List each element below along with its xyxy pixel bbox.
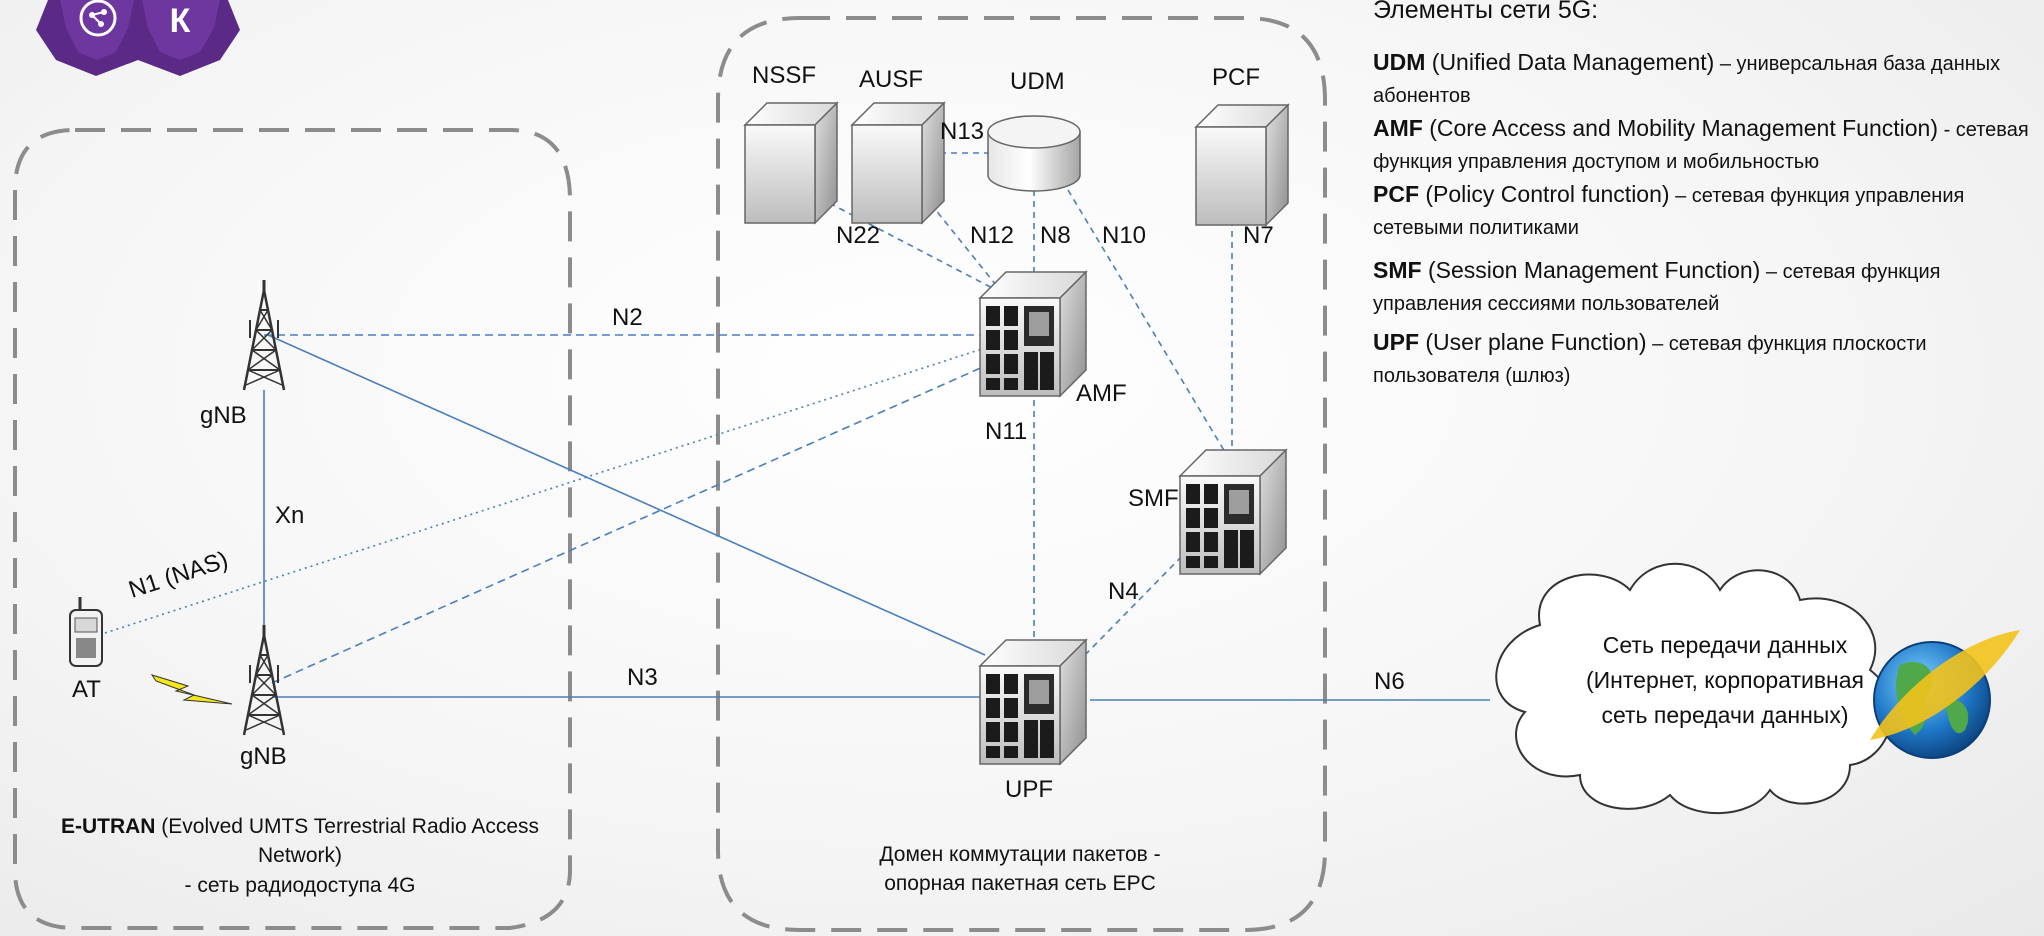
- link-n4: [1084, 549, 1189, 656]
- pcf-label: PCF: [1212, 64, 1260, 91]
- link-n22: [809, 192, 1001, 293]
- data-network-cloud: [1495, 562, 1893, 815]
- n22-label: N22: [836, 222, 881, 249]
- at-label: AT: [72, 676, 101, 703]
- eutran-caption-line2: - сеть радиодоступа 4G: [184, 873, 416, 897]
- logo: К: [36, 0, 240, 76]
- nssf-server: [744, 102, 838, 224]
- pcf-server: [1195, 104, 1289, 226]
- gnb-top-label: gNB: [200, 402, 247, 429]
- gnb-bottom-label: gNB: [240, 743, 287, 770]
- eutran-caption: E-UTRAN (Evolved UMTS Terrestrial Radio …: [60, 812, 540, 900]
- n10-label: N10: [1102, 222, 1147, 249]
- link-gnb-upf: [267, 334, 986, 656]
- amf-label: AMF: [1076, 380, 1127, 407]
- n8-label: N8: [1040, 222, 1071, 249]
- n7-label: N7: [1243, 222, 1274, 249]
- n3-label: N3: [627, 664, 658, 691]
- eutran-caption-bold: E-UTRAN: [60, 815, 156, 838]
- radio-link-lightning-icon: [150, 674, 233, 705]
- upf-label: UPF: [1005, 776, 1053, 803]
- n4-label: N4: [1108, 578, 1139, 605]
- smf-rack: [1179, 449, 1287, 575]
- upf-rack: [979, 639, 1087, 765]
- udm-label: UDM: [1010, 68, 1065, 95]
- mobile-phone-icon: [69, 597, 103, 667]
- n6-label: N6: [1374, 668, 1405, 695]
- gnb-bottom-tower-icon: [242, 623, 286, 737]
- legend-item-smf: SMF (Session Management Function) – сете…: [1373, 257, 1941, 315]
- n2-label: N2: [612, 304, 643, 331]
- ausf-server: [851, 102, 945, 224]
- nssf-label: NSSF: [752, 62, 817, 89]
- cloud-text: Сеть передачи данных (Интернет, корпорат…: [1585, 632, 1865, 728]
- eutran-caption-text: (Evolved UMTS Terrestrial Radio Access N…: [155, 815, 540, 868]
- link-n10: [1067, 189, 1226, 453]
- core-caption-line1: Домен коммутации пакетов -: [879, 843, 1161, 866]
- core-caption-line2: опорная пакетная сеть EPC: [884, 872, 1156, 896]
- ausf-label: AUSF: [859, 66, 924, 93]
- legend-item-upf: UPF (User plane Function) – сетевая функ…: [1373, 329, 1927, 387]
- legend-item-udm: UDM (Unified Data Management) – универса…: [1373, 49, 2001, 107]
- xn-label: Xn: [275, 502, 305, 529]
- link-gnb-amf: [271, 365, 986, 684]
- n12-label: N12: [970, 222, 1015, 249]
- amf-rack: [979, 271, 1087, 397]
- smf-label: SMF: [1128, 485, 1179, 512]
- logo-letter: К: [170, 2, 191, 40]
- eutran-region-border: [13, 128, 572, 930]
- core-caption: Домен коммутации пакетов - опорная пакет…: [820, 840, 1220, 899]
- legend-item-amf: AMF (Core Access and Mobility Management…: [1373, 115, 2029, 173]
- n11-label: N11: [985, 418, 1028, 445]
- legend-title: Элементы сети 5G:: [1373, 0, 1599, 24]
- n13-label: N13: [940, 118, 985, 145]
- internet-globe-icon: [1870, 630, 2020, 759]
- legend-item-pcf: PCF (Policy Control function) – сетевая …: [1373, 181, 1965, 239]
- core-region-border: [716, 16, 1327, 932]
- udm-database: [987, 115, 1081, 192]
- link-n1: [104, 347, 986, 634]
